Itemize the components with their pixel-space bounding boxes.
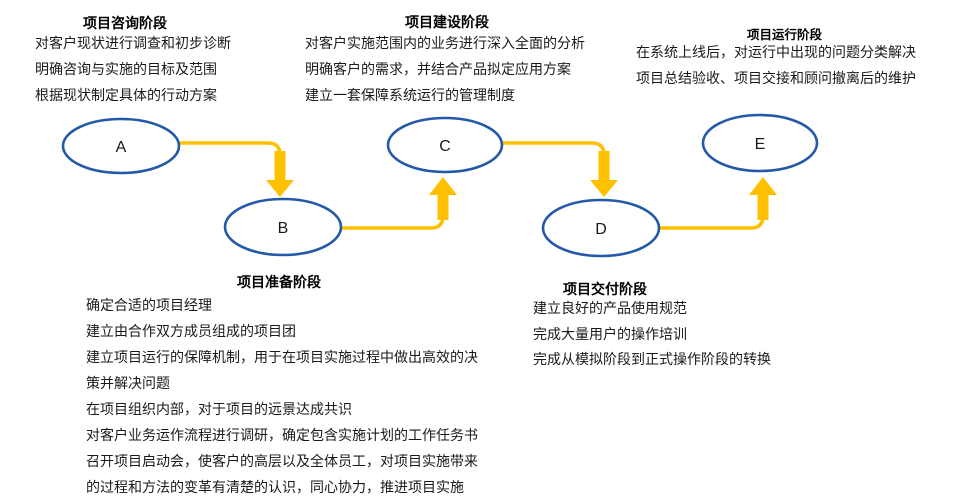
text-line: 召开项目启动会，使客户的高层以及全体员工，对项目实施带来 xyxy=(86,453,478,469)
connector-c-d xyxy=(503,141,618,197)
connector-b-c xyxy=(341,177,457,230)
text-line: 的过程和方法的变革有清楚的认识，同心协力，推进项目实施 xyxy=(86,479,464,495)
node-b: B xyxy=(223,197,343,257)
text-line: 明确咨询与实施的目标及范围 xyxy=(35,61,217,77)
node-a-ellipse xyxy=(61,117,181,175)
text-line: 在项目组织内部，对于项目的远景达成共识 xyxy=(86,401,352,417)
connector-d-e xyxy=(660,177,777,230)
connector-c-d-arrowhead-down-icon xyxy=(590,180,618,197)
node-b-ellipse xyxy=(223,197,343,257)
connector-b-c-line xyxy=(341,215,445,230)
section-body-delivery: 建立良好的产品使用规范 完成大量用户的操作培训 完成从模拟阶段到正式操作阶段的转… xyxy=(533,296,771,373)
section-title-preparation: 项目准备阶段 xyxy=(237,274,321,290)
text-line: 确定合适的项目经理 xyxy=(86,297,212,313)
text-line: 根据现状制定具体的行动方案 xyxy=(35,87,217,103)
section-title-construction: 项目建设阶段 xyxy=(405,14,489,30)
text-line: 对客户业务运作流程进行调研，确定包含实施计划的工作任务书 xyxy=(86,427,478,443)
connector-d-e-arrowhead-up-icon xyxy=(749,177,777,195)
text-line: 建立一套保障系统运行的管理制度 xyxy=(305,87,515,103)
node-c-ellipse xyxy=(386,116,504,174)
section-title-consulting: 项目咨询阶段 xyxy=(83,15,167,31)
section-body-preparation: 确定合适的项目经理 建立由合作双方成员组成的项目团 建立项目运行的保障机制，用于… xyxy=(86,292,478,497)
text-line: 对客户现状进行调查和初步诊断 xyxy=(35,35,231,51)
node-d-ellipse xyxy=(541,198,661,258)
section-body-operation: 在系统上线后，对运行中出现的问题分类解决 项目总结验收、项目交接和顾问撤离后的维… xyxy=(636,39,916,91)
text-line: 建立由合作双方成员组成的项目团 xyxy=(86,323,296,339)
text-line: 策并解决问题 xyxy=(86,375,170,391)
node-b-label: B xyxy=(278,220,289,237)
text-line: 在系统上线后，对运行中出现的问题分类解决 xyxy=(636,44,916,60)
section-body-construction: 对客户实施范围内的业务进行深入全面的分析 明确客户的需求，并结合产品拟定应用方案… xyxy=(305,30,585,108)
connector-a-b xyxy=(179,141,294,197)
node-e-ellipse xyxy=(701,113,819,173)
connector-a-b-arrowhead-down-icon xyxy=(266,180,294,197)
text-line: 对客户实施范围内的业务进行深入全面的分析 xyxy=(305,35,585,51)
section-body-consulting: 对客户现状进行调查和初步诊断 明确咨询与实施的目标及范围 根据现状制定具体的行动… xyxy=(35,30,231,108)
node-d-label: D xyxy=(595,221,607,238)
connector-c-d-line xyxy=(503,141,606,156)
connector-d-e-line xyxy=(660,215,765,230)
section-title-delivery: 项目交付阶段 xyxy=(563,281,647,297)
node-e: E xyxy=(701,113,819,173)
node-d: D xyxy=(541,198,661,258)
node-e-label: E xyxy=(755,136,766,153)
text-line: 完成大量用户的操作培训 xyxy=(533,325,687,342)
connector-a-b-line xyxy=(179,141,282,156)
text-line: 项目总结验收、项目交接和顾问撤离后的维护 xyxy=(636,70,916,86)
text-line: 完成从模拟阶段到正式操作阶段的转换 xyxy=(533,351,771,367)
text-line: 建立良好的产品使用规范 xyxy=(533,300,687,316)
node-a: A xyxy=(61,117,181,175)
node-c: C xyxy=(386,116,504,174)
node-c-label: C xyxy=(439,138,451,155)
node-a-label: A xyxy=(116,139,127,156)
section-title-operation: 项目运行阶段 xyxy=(747,28,823,42)
connector-b-c-arrowhead-up-icon xyxy=(429,177,457,195)
text-line: 明确客户的需求，并结合产品拟定应用方案 xyxy=(305,61,571,77)
text-line: 建立项目运行的保障机制，用于在项目实施过程中做出高效的决 xyxy=(86,349,478,365)
